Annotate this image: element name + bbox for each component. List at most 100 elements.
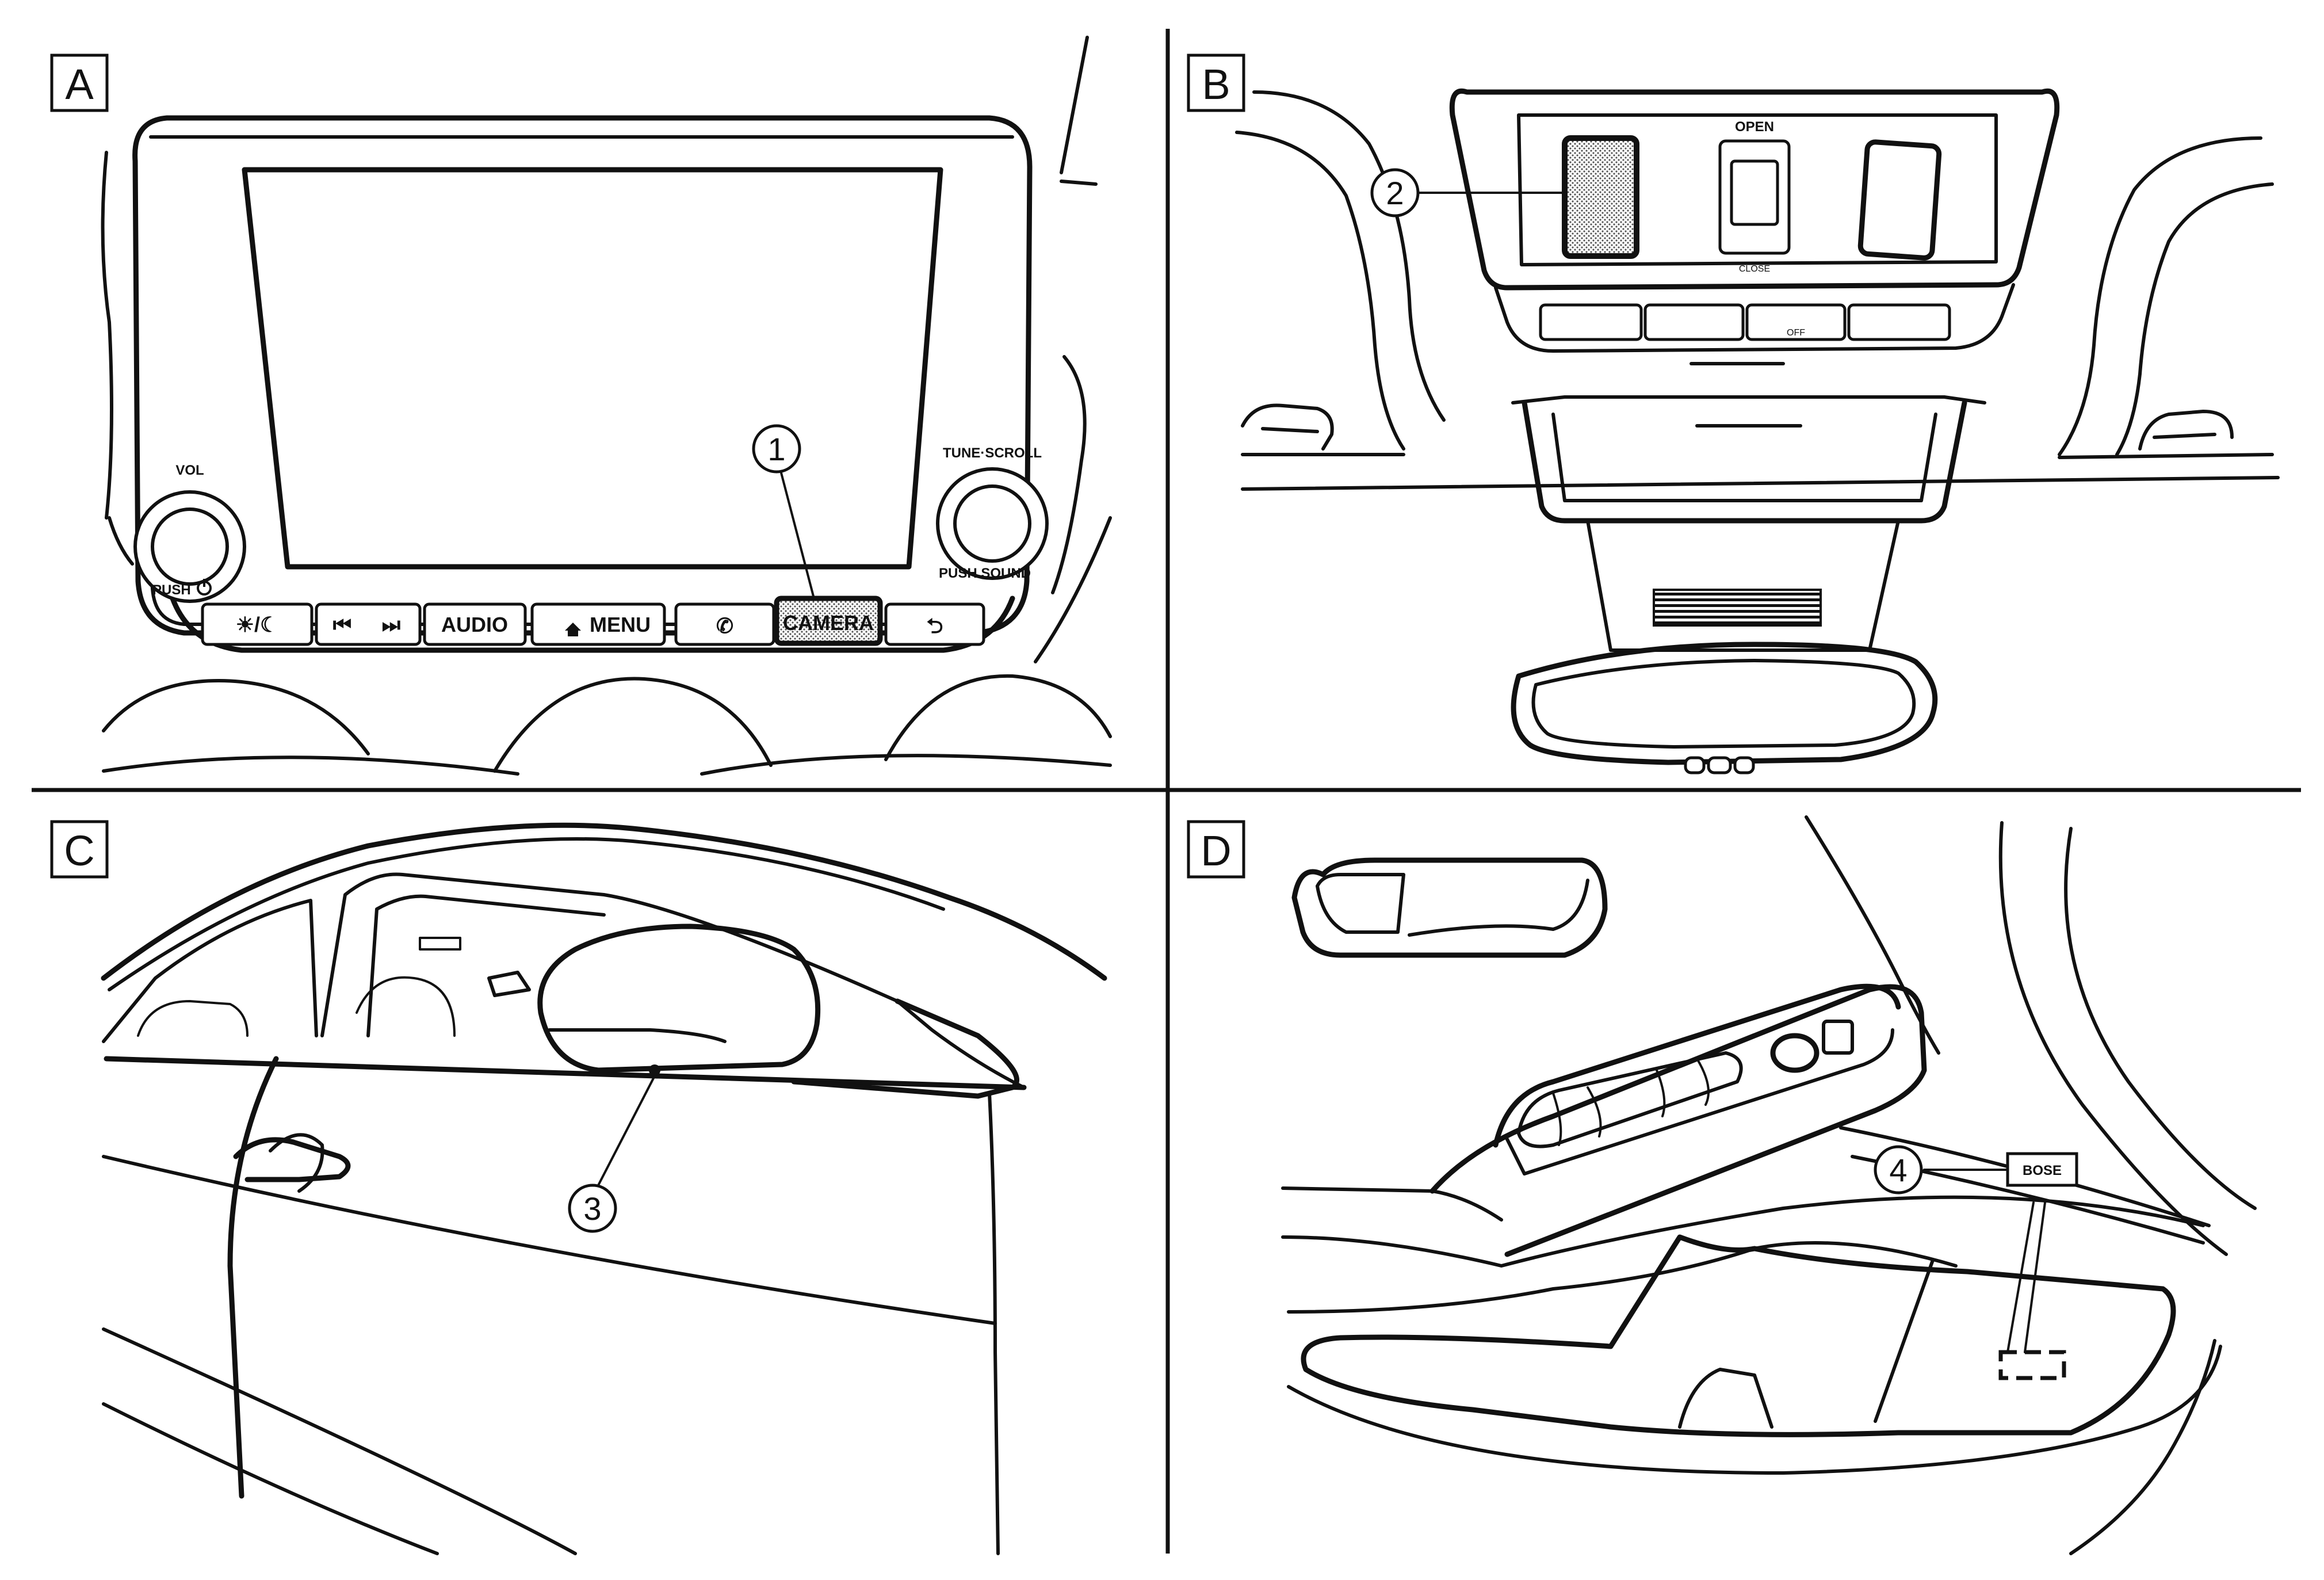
c-side-camera [649,1064,660,1076]
callout-1-leader [779,470,815,600]
c-window-frame-inner [366,894,606,1037]
c-rear-seat [137,1000,249,1037]
callout-3-number: 3 [583,1190,601,1227]
d-switch-panel-bottom [1505,1028,1894,1176]
camera-button-label: CAMERA [783,611,874,635]
c-door-handle[interactable] [233,1137,351,1182]
d-window-edge [1805,815,1940,1055]
c-rear-window [102,899,318,1043]
b-left-headliner-inner [1235,131,1405,451]
power-icon [197,579,212,596]
d-bose-leader-right [2024,1201,2046,1353]
c-mirror-detail [548,1028,727,1043]
sos-button[interactable] [1562,135,1639,259]
d-door-lower-line [1287,1345,2222,1475]
skip-forward-icon[interactable]: ⏭ [382,613,400,636]
back-icon: ⮌ [927,614,943,638]
callout-1-number: 1 [767,431,785,467]
c-lower-line [102,1327,577,1555]
b-rearview-mirror [1511,642,1938,765]
day-night-button[interactable]: ☀/☾ [201,602,314,646]
day-night-icon: ☀/☾ [236,613,279,636]
c-character-line [102,1155,997,1325]
d-pocket-seam [1874,1258,1935,1423]
c-roofline-inner [108,837,945,991]
audio-button-label: AUDIO [441,613,508,636]
phone-icon: ✆ [716,614,733,638]
b-console-lower-top [1511,395,1986,404]
b-right-handle [2138,410,2234,451]
c-side-mirror [537,923,821,1073]
track-buttons[interactable]: ⏮ ⏭ [315,602,422,646]
c-seat-back [356,976,456,1037]
b-open-label: OPEN [1735,119,1774,135]
d-armrest-underside [1281,1195,2205,1268]
b-left-handle [1241,403,1334,451]
menu-button[interactable]: MENU [530,602,666,646]
home-icon [565,623,581,636]
a-vent-left-base [102,755,519,776]
d-map-pocket [1301,1234,2176,1437]
b-ceiling-seam [1241,476,2280,491]
c-handle-cup [269,1133,324,1193]
skip-back-icon[interactable]: ⏮ [333,613,351,636]
a-dash-edge [1060,180,1098,186]
panel-a: A ☀/☾ ⏮ ⏭ AUDIO [50,36,1112,776]
b-left-handle-inner [1261,427,1319,433]
d-seat-edge-outer [1998,821,2228,1256]
d-bose-speaker-hidden [1998,1350,2066,1380]
back-button[interactable]: ⮌ [884,602,985,646]
d-inner-door-handle[interactable] [1291,857,1608,958]
tune-scroll-label: TUNE·SCROLL [943,445,1042,461]
c-interior-detail [419,937,461,951]
callout-4-number: 4 [1889,1152,1907,1188]
c-sill-line [102,1402,439,1555]
d-window-switch-cluster[interactable] [1517,1051,1743,1148]
b-dome-lamp-button[interactable] [1643,303,1745,341]
b-off-label: OFF [1787,328,1805,338]
b-console-inner [1517,113,1998,266]
a-screen [242,167,943,570]
d-bose-label-box [2006,1152,2078,1187]
callout-3-circle [568,1184,617,1233]
volume-knob[interactable] [133,490,246,603]
audio-button[interactable]: AUDIO [423,602,527,646]
camera-button[interactable]: CAMERA [774,596,883,646]
d-mirror-control-knob[interactable] [1770,1033,1820,1073]
d-seat-edge-inner [2064,827,2257,1210]
d-handle-pocket [1408,879,1589,937]
panel-c: C 3 [50,820,1107,1555]
panel-b-letter: B [1202,60,1230,108]
panel-c-letter-box [50,820,109,879]
panel-d-letter: D [1201,827,1231,875]
b-mirror-glass [1531,659,1916,749]
d-lock-switch[interactable] [1822,1020,1854,1055]
c-door-rear-edge [227,1056,279,1499]
menu-button-label: MENU [590,613,651,636]
vol-label: VOL [175,463,204,478]
push-sound-label: PUSH SOUND [939,566,1031,581]
sunroof-switch-rocker[interactable] [1730,159,1779,226]
d-window-switches[interactable] [1552,1058,1710,1146]
a-vent-right [884,674,1112,761]
b-map-lamp-left[interactable] [1539,303,1643,341]
d-map-pocket-top [1287,1241,1958,1314]
tune-scroll-knob[interactable] [936,467,1049,580]
b-mirror-buttons[interactable] [1684,756,1755,774]
phone-button[interactable]: ✆ [674,602,775,646]
callout-3-leader [597,1075,656,1186]
panel-a-letter-box [50,54,109,112]
panel-c-letter: C [64,827,94,875]
b-sunglass-holder [1857,139,1942,261]
a-vent-center [493,677,773,773]
b-sunglass-bin-inner [1551,413,1937,502]
callout-2-circle [1370,168,1420,217]
b-sunglass-bin [1522,400,1967,524]
callout-1-circle [752,424,801,474]
c-roofline [101,822,1107,981]
d-armrest-top [1429,984,1927,1257]
b-map-lamp-right[interactable] [1847,303,1951,341]
b-door-lamp-button[interactable] [1745,303,1847,341]
b-close-label: CLOSE [1739,264,1770,274]
